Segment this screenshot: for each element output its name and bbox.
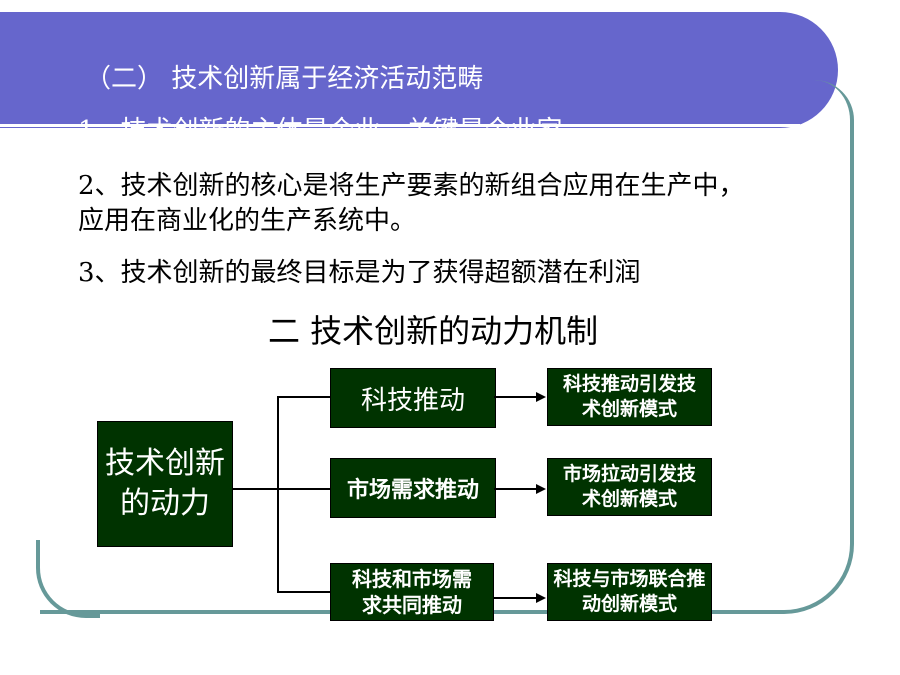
driver-label-2: 市场需求推动 (346, 477, 479, 503)
slide-heading: （二） 技术创新属于经济活动范畴 (85, 64, 484, 94)
driver-label-3: 科技和市场需求共同推动 (352, 567, 472, 617)
point-3: 3、技术创新的最终目标是为了获得超额潜在利润 (78, 258, 641, 288)
point-1: 1、技术创新的主体是企业，关键是企业家 (78, 116, 563, 146)
arrow-head-3 (536, 593, 546, 603)
arrow-line-1 (494, 396, 536, 398)
title-banner (0, 12, 838, 128)
driver-box-3: 科技和市场需求共同推动 (330, 563, 494, 621)
connector-vertical (277, 396, 279, 592)
mode-label-2: 市场拉动引发技术创新模式 (562, 463, 696, 510)
diagram-root-box: 技术创新的动力 (97, 421, 233, 547)
banner-divider (0, 124, 800, 127)
arrow-head-1 (536, 392, 546, 402)
diagram-root-label: 技术创新的动力 (105, 446, 225, 521)
mode-label-1: 科技推动引发技术创新模式 (562, 373, 696, 420)
connector-root-trunk (233, 488, 278, 490)
connector-branch-1 (277, 396, 330, 398)
connector-branch-2 (277, 488, 330, 490)
connector-branch-3 (277, 591, 330, 593)
arrow-line-2 (494, 488, 536, 490)
arrow-line-3 (494, 597, 536, 599)
driver-box-2: 市场需求推动 (330, 458, 496, 518)
mode-box-1: 科技推动引发技术创新模式 (547, 368, 712, 426)
point-2-line-1: 2、技术创新的核心是将生产要素的新组合应用在生产中， (78, 171, 745, 201)
point-2-line-2: 应用在商业化的生产系统中。 (78, 206, 417, 236)
driver-label-1: 科技推动 (360, 385, 465, 416)
driver-box-1: 科技推动 (330, 368, 496, 428)
mode-box-3: 科技与市场联合推动创新模式 (547, 563, 712, 621)
mode-box-2: 市场拉动引发技术创新模式 (547, 458, 712, 516)
section-title: 二 技术创新的动力机制 (268, 312, 599, 350)
mode-label-3: 科技与市场联合推动创新模式 (553, 568, 706, 615)
arrow-head-2 (536, 484, 546, 494)
